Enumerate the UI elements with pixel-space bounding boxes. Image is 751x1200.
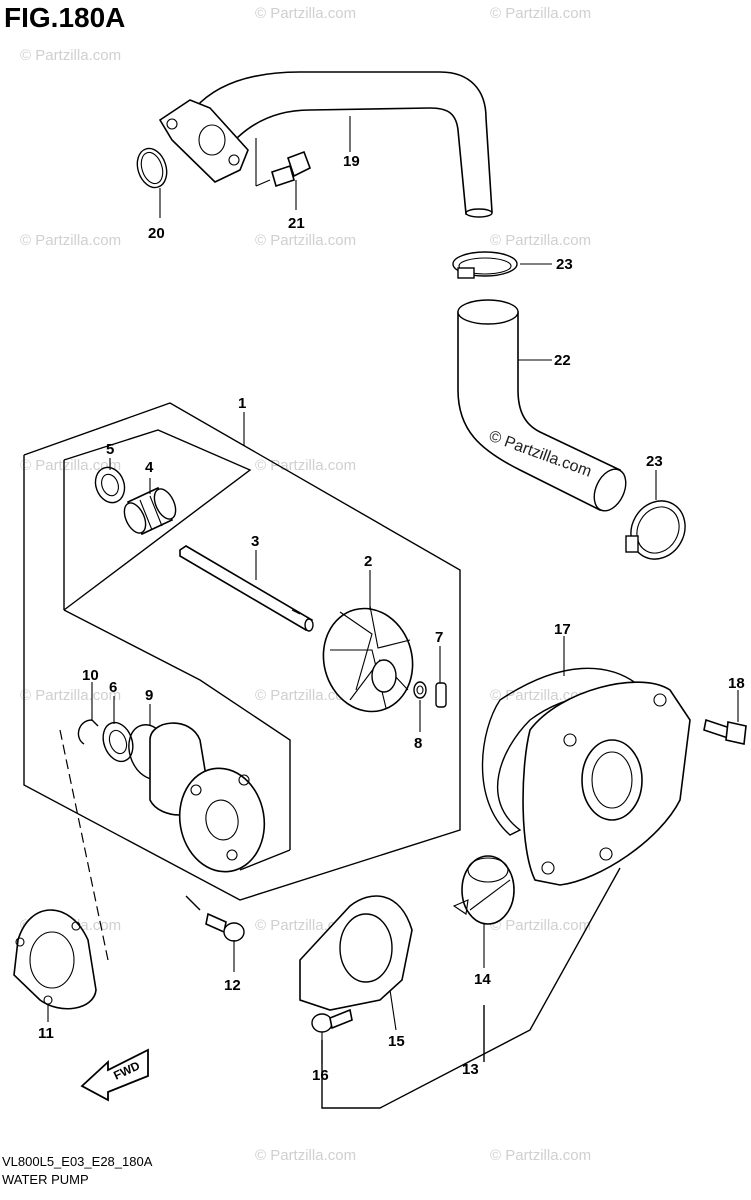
part-12-screw xyxy=(185,895,245,942)
part-3-shaft xyxy=(179,545,314,632)
watermark-text: © Partzilla.com xyxy=(255,1147,356,1164)
callout-8: 8 xyxy=(414,735,422,752)
part-21-bolt xyxy=(255,138,312,188)
part-19-water-pipe xyxy=(158,71,493,218)
water-pump-cover xyxy=(522,681,691,886)
watermark-text: © Partzilla.com xyxy=(490,917,591,934)
part-17-gasket xyxy=(481,667,643,836)
section-name: WATER PUMP xyxy=(2,1172,89,1187)
part-5-oil-seal xyxy=(94,466,126,504)
callout-15: 15 xyxy=(388,1033,405,1050)
assembly-bracket-13 xyxy=(321,867,621,1109)
watermark-text: © Partzilla.com xyxy=(490,232,591,249)
callout-23-upper: 23 xyxy=(556,256,573,273)
watermark-text: © Partzilla.com xyxy=(20,687,121,704)
callout-22: 22 xyxy=(554,352,571,369)
callout-14: 14 xyxy=(474,971,491,988)
callout-6: 6 xyxy=(109,679,117,696)
callout-16: 16 xyxy=(312,1067,329,1084)
model-code: VL800L5_E03_E28_180A xyxy=(2,1154,153,1169)
guide-line xyxy=(59,729,109,961)
part-15-thermostat-cover xyxy=(299,895,413,1011)
part-8-washer xyxy=(413,681,427,699)
watermark-text: © Partzilla.com xyxy=(255,687,356,704)
part-10-circlip xyxy=(77,719,99,745)
part-6-bearing xyxy=(102,721,134,763)
part-20-o-ring xyxy=(136,147,168,189)
callout-19: 19 xyxy=(343,153,360,170)
part-4-mechanical-seal xyxy=(123,486,177,536)
watermark-text: © Partzilla.com xyxy=(490,5,591,22)
watermark-text: © Partzilla.com xyxy=(490,1147,591,1164)
callout-7: 7 xyxy=(435,629,443,646)
callout-13: 13 xyxy=(462,1061,479,1078)
callout-11: 11 xyxy=(38,1025,54,1042)
part-22-hose xyxy=(457,299,627,512)
callout-18: 18 xyxy=(728,675,745,692)
leader-lines xyxy=(47,116,739,1064)
callout-21: 21 xyxy=(288,215,305,232)
callout-12: 12 xyxy=(224,977,241,994)
watermark-text: © Partzilla.com xyxy=(255,457,356,474)
callout-17: 17 xyxy=(554,621,571,638)
part-18-bolt xyxy=(703,718,747,745)
callout-5: 5 xyxy=(106,441,114,458)
part-23-hose-clamp-lower xyxy=(625,500,686,560)
part-11-gasket xyxy=(13,909,97,1010)
watermark-text: © Partzilla.com xyxy=(20,457,121,474)
callout-1: 1 xyxy=(238,395,246,412)
callout-4: 4 xyxy=(145,459,154,476)
forward-direction-arrow: FWD xyxy=(80,1048,149,1102)
callout-10: 10 xyxy=(82,667,99,684)
water-pump-body xyxy=(149,722,266,873)
callout-3: 3 xyxy=(251,533,259,550)
part-2-impeller xyxy=(322,605,414,713)
callout-9: 9 xyxy=(145,687,153,704)
part-16-screw xyxy=(311,1008,353,1033)
watermark-text: © Partzilla.com xyxy=(255,5,356,22)
figure-title: FIG.180A xyxy=(4,2,126,33)
watermark-text: © Partzilla.com xyxy=(255,232,356,249)
part-14-thermostat xyxy=(452,855,515,925)
part-23-hose-clamp-upper xyxy=(452,251,518,279)
callout-23-lower: 23 xyxy=(646,453,663,470)
callout-2: 2 xyxy=(364,553,372,570)
callout-20: 20 xyxy=(148,225,165,242)
part-7-pin xyxy=(435,682,447,708)
watermark-text: © Partzilla.com xyxy=(20,47,121,64)
watermark-text: © Partzilla.com xyxy=(20,232,121,249)
callout-labels: 19 20 21 23 22 23 1 5 4 3 2 7 8 10 6 9 1… xyxy=(38,153,745,1084)
assembly-bracket-1 xyxy=(23,402,461,901)
